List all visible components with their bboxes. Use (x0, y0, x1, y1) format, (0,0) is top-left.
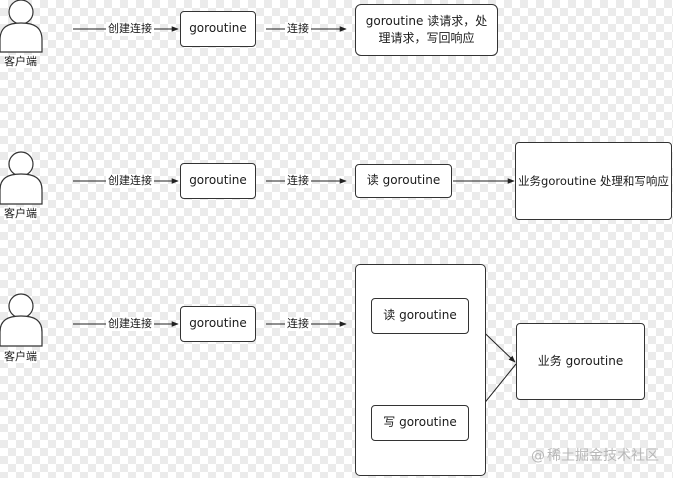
client-label: 客户端 (4, 350, 37, 363)
goroutine-box-label: goroutine (189, 316, 247, 331)
watermark-text: 稀土掘金技术社区 (547, 448, 659, 464)
watermark-symbol: @ (531, 448, 545, 464)
business-goroutine-label: 业务goroutine 处理和写响应 (518, 173, 669, 188)
handler-goroutine-box: goroutine 读请求，处理请求，写回响应 (355, 4, 498, 56)
business-goroutine-label: 业务 goroutine (537, 353, 624, 368)
connect-label: 创建连接 (106, 317, 154, 331)
connect-label: 创建连接 (106, 174, 154, 188)
goroutine-box: goroutine (180, 163, 256, 199)
goroutine-box: goroutine (180, 306, 256, 342)
watermark: @稀土掘金技术社区 (531, 445, 659, 465)
reader-goroutine-box: 读 goroutine (371, 298, 469, 334)
business-goroutine-box: 业务goroutine 处理和写响应 (515, 142, 672, 220)
writer-goroutine-label: 写 goroutine (383, 415, 457, 430)
link-label: 连接 (285, 317, 311, 331)
reader-goroutine-box: 读 goroutine (355, 164, 452, 198)
client-person-icon (0, 0, 43, 53)
client-label: 客户端 (4, 207, 37, 220)
goroutine-group-container (355, 264, 486, 476)
client-person-icon (0, 151, 43, 205)
client-person-icon (0, 293, 43, 347)
goroutine-box: goroutine (180, 11, 256, 47)
reader-goroutine-label: 读 goroutine (383, 308, 457, 323)
connect-label: 创建连接 (106, 22, 154, 36)
goroutine-box-label: goroutine (189, 21, 247, 36)
writer-goroutine-box: 写 goroutine (371, 405, 469, 441)
link-label: 连接 (285, 174, 311, 188)
reader-goroutine-label: 读 goroutine (366, 173, 441, 188)
goroutine-box-label: goroutine (189, 173, 247, 188)
handler-goroutine-label: goroutine 读请求，处理请求，写回响应 (365, 13, 488, 45)
business-goroutine-box: 业务 goroutine (516, 323, 645, 400)
link-label: 连接 (285, 22, 311, 36)
client-label: 客户端 (4, 55, 37, 68)
